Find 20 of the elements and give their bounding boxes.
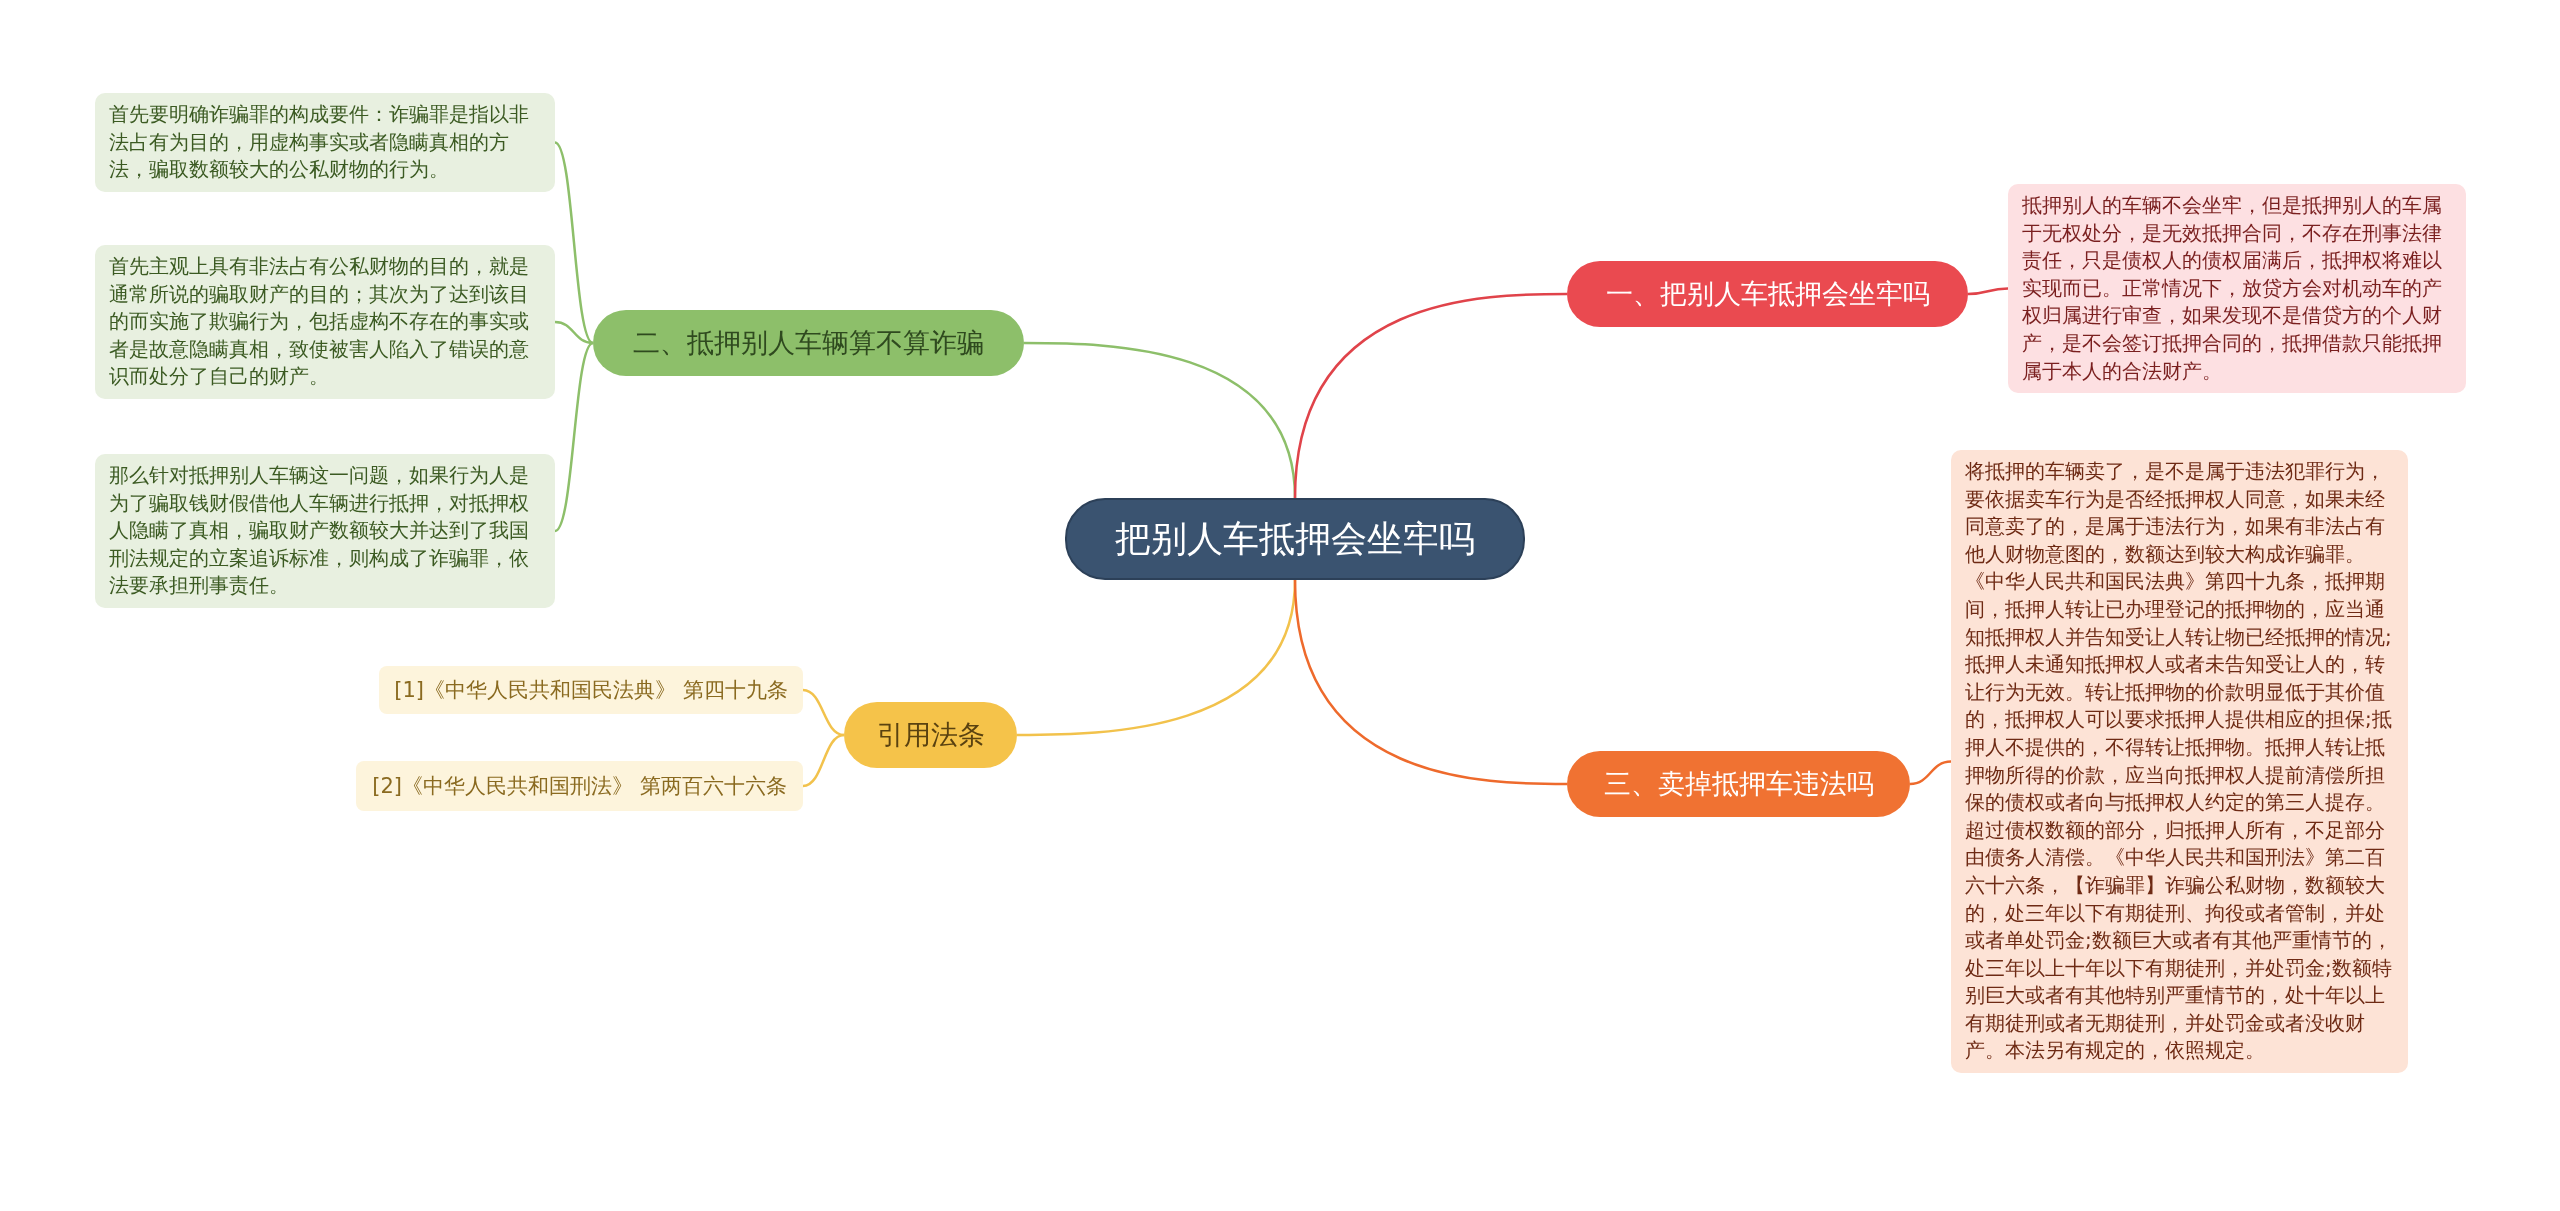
- reference-card: [1]《中华人民共和国民法典》 第四十九条: [379, 666, 803, 714]
- note-card: 将抵押的车辆卖了，是不是属于违法犯罪行为，要依据卖车行为是否经抵押权人同意，如果未经同意卖了的，是属于违法行为，如果有非法占有他人财物意图的，数额达到较大构成诈骗罪。《中华人民共和国民法典》第四十九条，抵押期间，抵押人转让已办理登记的抵押物的，应当通知抵押权人并告知受让人转让物已经抵押的情况;抵押人未通知抵押权人或者未告知受让人的，转让行为无效。转让抵押物的价款明显低于其价值的，抵押权人可以要求抵押人提供相应的担保;抵押人不提供的，不得转让抵押物。抵押人转让抵押物所得的价款，应当向抵押权人提前清偿所担保的债权或者向与抵押权人约定的第三人提存。超过债权数额的部分，归抵押人所有，不足部分由债务人清偿。《中华人民共和国刑法》第二百六十六条，【诈骗罪】诈骗公私财物，数额较大的，处三年以下有期徒刑、拘役或者管制，并处或者单处罚金;数额巨大或者有其他严重情节的，处三年以上十年以下有期徒刑，并处罚金;数额特别巨大或者有其他特别严重情节的，处十年以上有期徒刑或者无期徒刑，并处罚金或者没收财产。本法另有规定的，依照规定。: [1951, 450, 2408, 1074]
- note-card: 首先要明确诈骗罪的构成要件：诈骗罪是指以非法占有为目的，用虚构事实或者隐瞒真相的方法，骗取数额较大的公私财物的行为。: [95, 93, 555, 192]
- branch-topic-box: 一、把别人车抵押会坐牢吗: [1567, 261, 1968, 327]
- branch-topic-box: 二、抵押别人车辆算不算诈骗: [593, 310, 1024, 376]
- note-card: 首先主观上具有非法占有公私财物的目的，就是通常所说的骗取财产的目的；其次为了达到该目的而实施了欺骗行为，包括虚构不存在的事实或者是故意隐瞒真相，致使被害人陷入了错误的意识而处分了自己的财产。: [95, 245, 555, 399]
- note-card: 那么针对抵押别人车辆这一问题，如果行为人是为了骗取钱财假借他人车辆进行抵押，对抵押权人隐瞒了真相，骗取财产数额较大并达到了我国刑法规定的立案追诉标准，则构成了诈骗罪，依法要承担刑事责任。: [95, 454, 555, 608]
- connector-line: [554, 320, 594, 345]
- branch-topic-box: 三、卖掉抵押车违法吗: [1567, 751, 1910, 817]
- connector-line: [1293, 579, 1567, 786]
- reference-card: [2]《中华人民共和国刑法》 第两百六十六条: [356, 761, 803, 811]
- branch-topic-box: 引用法条: [844, 702, 1017, 768]
- connector-line: [802, 688, 845, 737]
- note-card: 抵押别人的车辆不会坐牢，但是抵押别人的车属于无权处分，是无效抵押合同，不存在刑事法律责任，只是债权人的债权届满后，抵押权将难以实现而已。正常情况下，放贷方会对机动车的产权归属进行审查，如果发现不是借贷方的个人财产，是不会签订抵押合同的，抵押借款只能抵押属于本人的合法财产。: [2008, 184, 2466, 394]
- connector-line: [554, 141, 594, 344]
- connector-line: [1967, 287, 2009, 296]
- connector-line: [802, 733, 845, 788]
- central-topic-box: 把别人车抵押会坐牢吗: [1065, 498, 1525, 580]
- connector-line: [554, 342, 594, 532]
- connector-line: [1293, 292, 1567, 499]
